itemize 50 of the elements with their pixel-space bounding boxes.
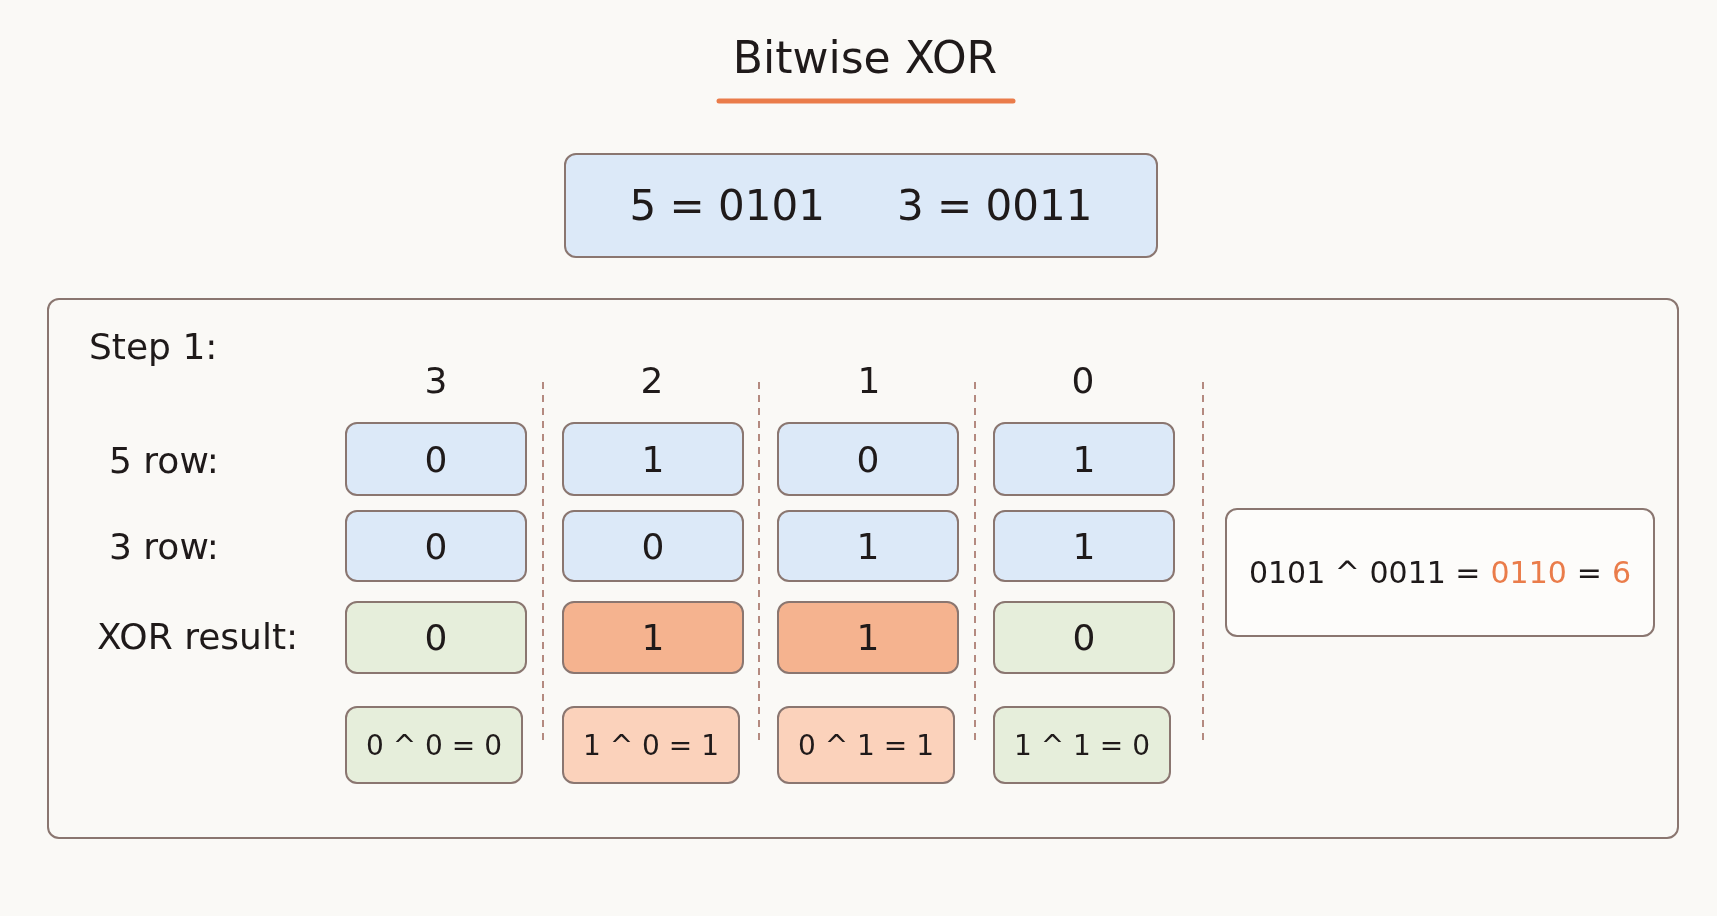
binary-equation: 3 = 0011: [897, 181, 1093, 230]
result-text: 0101 ^ 0011 =: [1248, 555, 1481, 590]
row-label: 5 row:: [109, 440, 219, 481]
bit-cell: [562, 601, 744, 674]
definition-box: [564, 153, 1158, 258]
expression-cell: [777, 706, 955, 784]
bit-value: 1: [1072, 438, 1096, 480]
bit-value: 1: [641, 617, 665, 658]
expression-cell: [345, 706, 523, 784]
bit-value: 0: [1072, 617, 1096, 658]
bit-value: 1: [856, 617, 880, 658]
bit-cell: [345, 601, 527, 674]
bit-position: 2: [639, 360, 665, 401]
xor-expression: 1 ^ 0 = 1: [583, 728, 719, 762]
binary-equation: 5 = 0101: [629, 181, 825, 230]
bit-value: 1: [1072, 525, 1096, 567]
bit-cell: [993, 601, 1175, 674]
bit-cell: [777, 601, 959, 674]
bit-value: 1: [856, 525, 880, 567]
step-heading: Step 1:: [89, 326, 218, 367]
xor-expression: 0 ^ 0 = 0: [366, 728, 502, 762]
bit-position: 1: [856, 360, 882, 401]
expression-cell: [993, 706, 1171, 784]
result-box: [1225, 508, 1655, 637]
bit-value: 0: [856, 438, 880, 480]
row-label: XOR result:: [97, 616, 299, 657]
bit-cell: [993, 422, 1175, 496]
bit-position: 0: [1070, 360, 1096, 401]
bit-cell: [345, 422, 527, 496]
result-text: 0110: [1490, 555, 1567, 590]
bit-position: 3: [423, 360, 449, 401]
xor-expression: 1 ^ 1 = 0: [1014, 728, 1150, 762]
bit-value: 0: [641, 525, 665, 567]
bit-value: 0: [424, 617, 448, 658]
result-text: 6: [1612, 555, 1632, 590]
bit-cell: [345, 510, 527, 582]
result-text: =: [1576, 555, 1602, 590]
bit-cell: [777, 510, 959, 582]
bit-cell: [562, 510, 744, 582]
row-label: 3 row:: [109, 526, 219, 567]
expression-cell: [562, 706, 740, 784]
bit-value: 0: [424, 525, 448, 567]
title: Bitwise XOR: [731, 32, 999, 83]
bit-cell: [562, 422, 744, 496]
step-panel: [47, 298, 1679, 839]
bit-value: 0: [424, 438, 448, 480]
xor-expression: 0 ^ 1 = 1: [798, 728, 934, 762]
bit-value: 1: [641, 438, 665, 480]
bit-cell: [777, 422, 959, 496]
bit-cell: [993, 510, 1175, 582]
